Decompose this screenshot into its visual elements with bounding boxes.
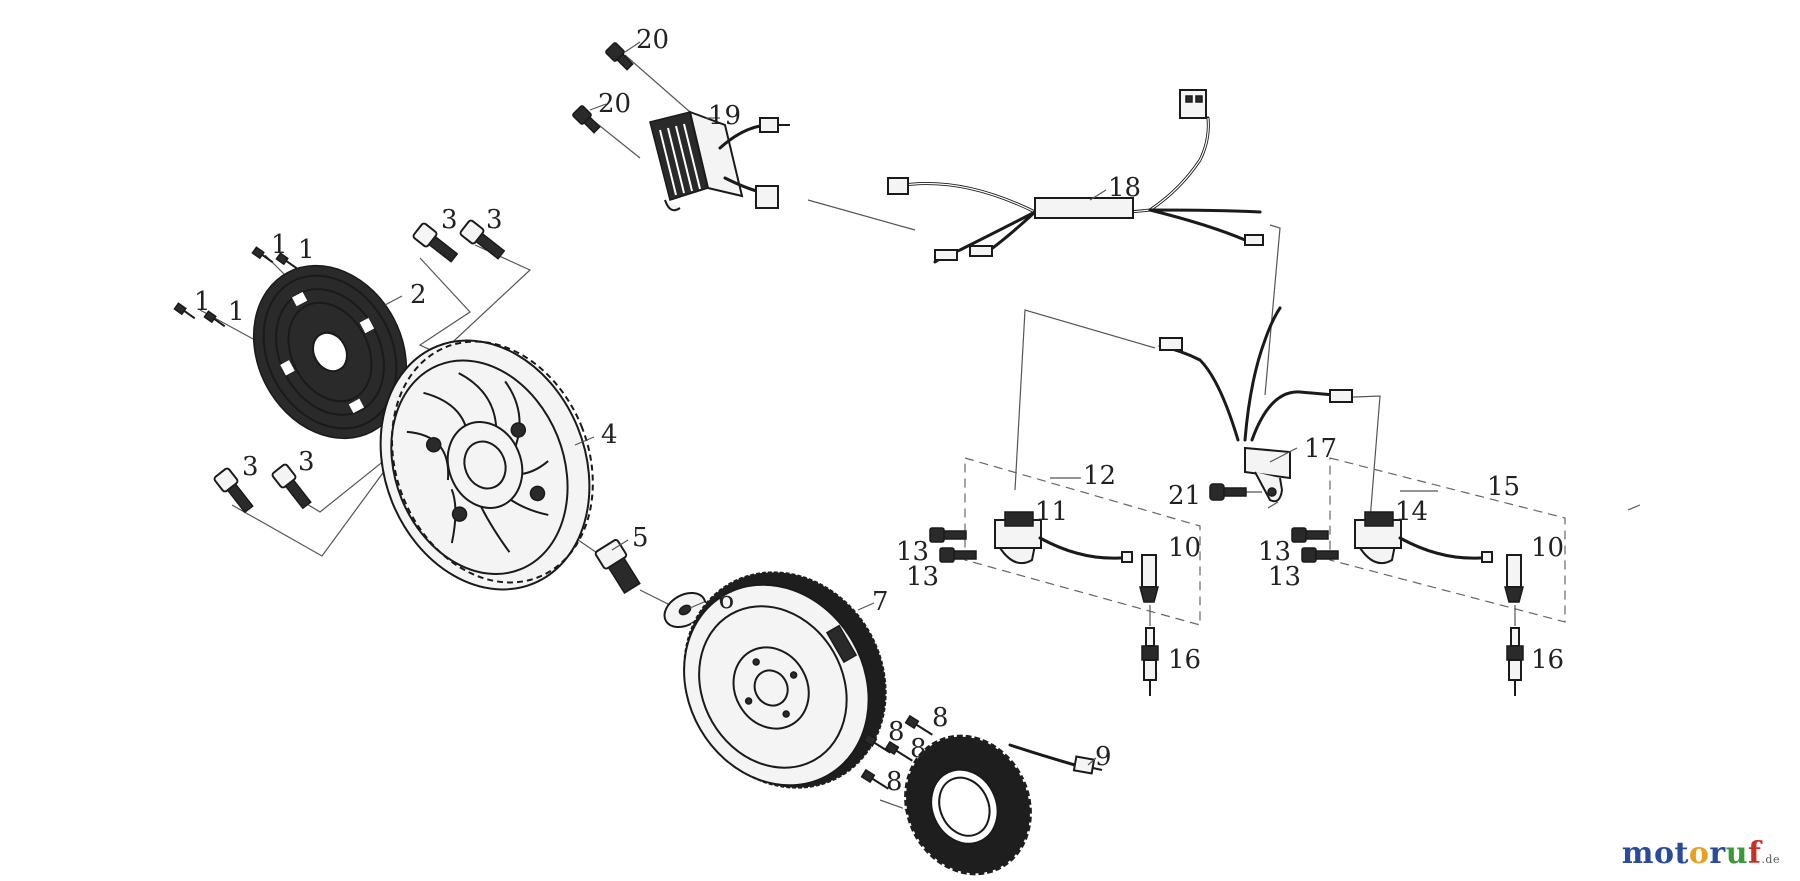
part-bolts-3: [213, 219, 506, 514]
callout-14: 14: [1395, 497, 1428, 527]
callout-10: 10: [1168, 533, 1201, 563]
callout-10: 10: [1531, 533, 1564, 563]
callout-20: 20: [636, 25, 669, 55]
brand-letter: o: [1654, 836, 1675, 871]
callout-5: 5: [632, 523, 649, 553]
callout-8: 8: [910, 734, 927, 764]
callout-3: 3: [298, 447, 315, 477]
callout-6: 6: [718, 585, 735, 615]
part-bolts-13: [929, 527, 1339, 563]
brand-letter: m: [1621, 836, 1655, 871]
coil-group-left-outline: [964, 457, 1201, 626]
part-bolt-21: [1209, 483, 1247, 501]
callout-ticks: [384, 41, 1641, 766]
callout-13: 13: [906, 562, 939, 592]
callout-8: 8: [888, 717, 905, 747]
part-ignition-coil-11: [994, 511, 1133, 564]
callout-19: 19: [708, 101, 741, 131]
part-cooling-fan-4: [379, 339, 594, 591]
callout-4: 4: [601, 420, 618, 450]
brand-letters: motoruf: [1622, 836, 1762, 871]
callout-1: 1: [298, 235, 315, 265]
callout-13: 13: [1268, 562, 1301, 592]
callout-16: 16: [1168, 645, 1201, 675]
brand-letter: f: [1748, 836, 1762, 871]
callout-13: 13: [896, 537, 929, 567]
callout-1: 1: [194, 287, 211, 317]
callout-7: 7: [872, 587, 889, 617]
callout-9: 9: [1095, 742, 1112, 772]
callout-17: 17: [1304, 434, 1337, 464]
part-spark-plug-16: [1141, 605, 1524, 696]
part-regulator-19: [649, 110, 790, 212]
callout-16: 16: [1531, 645, 1564, 675]
coil-group-right-outline: [1329, 457, 1566, 623]
part-screws-1: [173, 246, 298, 328]
callout-8: 8: [886, 767, 903, 797]
part-fan-cover-2: [252, 264, 408, 440]
callout-18: 18: [1108, 173, 1141, 203]
callout-1: 1: [271, 230, 288, 260]
callout-8: 8: [932, 703, 949, 733]
brand-letter: t: [1674, 836, 1689, 871]
brand-letter: r: [1709, 836, 1726, 871]
callout-21: 21: [1168, 481, 1201, 511]
callout-3: 3: [441, 205, 458, 235]
part-flywheel-7: [682, 570, 888, 790]
callout-3: 3: [486, 205, 503, 235]
callout-20: 20: [598, 89, 631, 119]
part-bolts-20: [572, 42, 634, 134]
brand-logo: motoruf.de: [1622, 836, 1780, 871]
callout-1: 1: [228, 297, 245, 327]
callout-11: 11: [1035, 497, 1068, 527]
brand-letter: o: [1688, 836, 1710, 871]
part-screws-8: [860, 714, 933, 790]
part-stator-9: [902, 732, 1034, 878]
part-nut-5: [594, 539, 641, 595]
stator-wire: [1008, 743, 1103, 775]
part-harness-18: [887, 89, 1264, 264]
brand-letter: u: [1725, 836, 1749, 871]
callout-3: 3: [242, 452, 259, 482]
part-ignition-coil-14: [1354, 511, 1493, 564]
callout-12: 12: [1083, 461, 1116, 491]
callout-labels: 1 1 1 1 2 3 3 3 3 4 5 6 7 8 8 8 8 9 10 1…: [194, 25, 1564, 797]
callout-2: 2: [410, 280, 427, 310]
part-plug-cap-10: [1139, 554, 1524, 603]
callout-13: 13: [1258, 537, 1291, 567]
brand-suffix: .de: [1761, 853, 1780, 866]
part-module-17: [1158, 306, 1353, 503]
callout-15: 15: [1487, 472, 1520, 502]
